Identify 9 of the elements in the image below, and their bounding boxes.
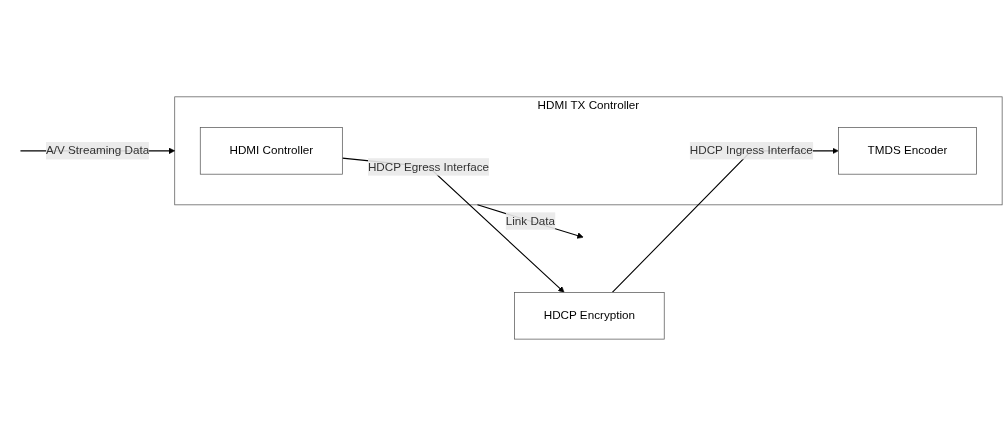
- node-box: HDMI Controller: [199, 127, 343, 175]
- arrow: [341, 157, 565, 293]
- node-box: TMDS Encoder: [838, 127, 977, 175]
- edge-label: HDCP Ingress Interface: [689, 144, 813, 157]
- arrow: [476, 204, 584, 239]
- node-box: HDCP Encryption: [514, 292, 665, 340]
- edge-label: HDCP Egress Interface: [367, 160, 490, 173]
- edge-label: Link Data: [505, 214, 556, 227]
- edge-label: A/V Streaming Data: [46, 144, 150, 157]
